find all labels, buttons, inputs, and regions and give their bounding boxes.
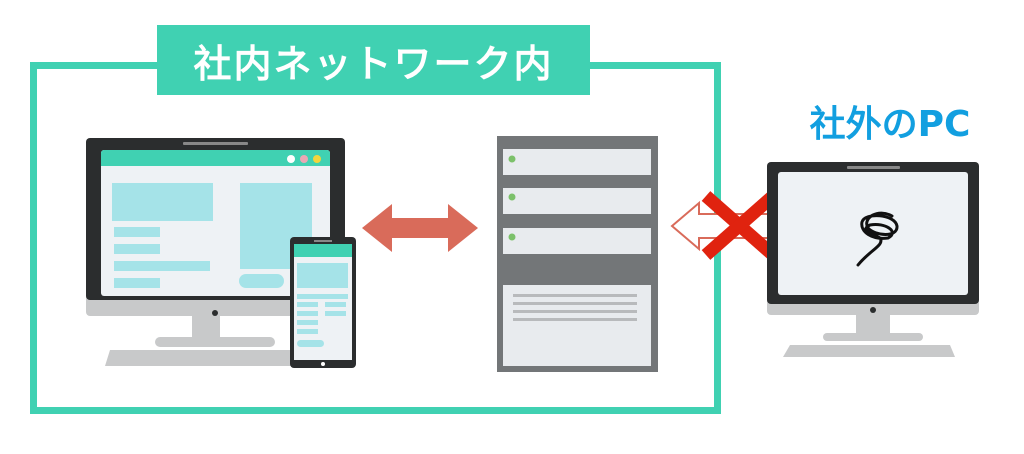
external-pc-label: 社外のPC: [809, 104, 971, 145]
external-monitor-icon: [767, 162, 979, 357]
confused-swirl-icon: [856, 211, 899, 267]
desktop-monitor-icon: [86, 138, 345, 366]
smartphone-icon: [290, 237, 356, 368]
bidirectional-arrow-icon: [362, 204, 478, 252]
server-icon: [497, 136, 658, 372]
internal-network-label: 社内ネットワーク内: [157, 25, 590, 95]
cross-icon: [701, 191, 778, 260]
